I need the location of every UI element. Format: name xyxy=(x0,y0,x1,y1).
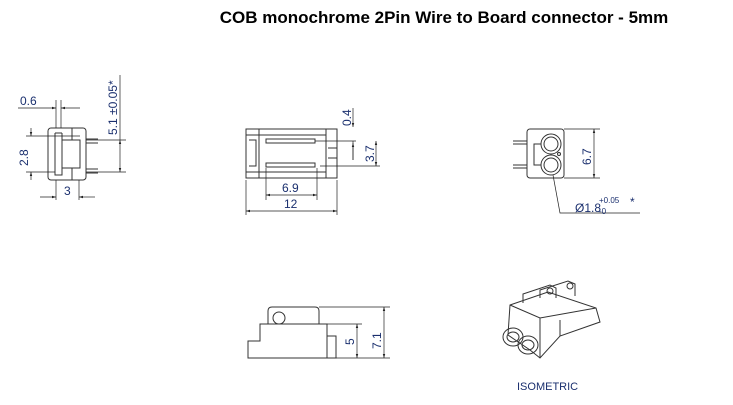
dim-hole-mark: * xyxy=(630,195,635,209)
dim-width: 6.7 xyxy=(580,148,594,165)
dim-pin-width: 0.6 xyxy=(20,94,37,108)
end-view xyxy=(513,128,640,214)
isometric-label: ISOMETRIC xyxy=(517,381,578,393)
dim-pin-pitch: 3.7 xyxy=(363,145,377,162)
dim-pin-thickness: 0.4 xyxy=(340,109,354,126)
dim-hole-tol-plus: +0.05 xyxy=(599,196,620,205)
dim-height: 5.1 xyxy=(106,118,120,135)
top-view xyxy=(245,108,380,215)
dim-slot: 2.8 xyxy=(17,149,31,166)
dim-depth: 3 xyxy=(64,184,71,198)
dim-pin-length: 6.9 xyxy=(282,181,299,195)
dim-hole-tol-minus: -0 xyxy=(599,207,607,216)
dim-hole-diameter: Ø1.8 xyxy=(575,201,601,215)
dim-length: 12 xyxy=(284,197,298,211)
isometric-view xyxy=(502,280,601,359)
front-view xyxy=(247,306,390,359)
dim-height-tolerance: ±0.05* xyxy=(106,80,120,115)
side-view xyxy=(18,75,126,200)
dim-total-height: 7.1 xyxy=(370,332,384,349)
dim-body-height: 5 xyxy=(343,338,357,345)
drawing-title: COB monochrome 2Pin Wire to Board connec… xyxy=(219,8,669,27)
